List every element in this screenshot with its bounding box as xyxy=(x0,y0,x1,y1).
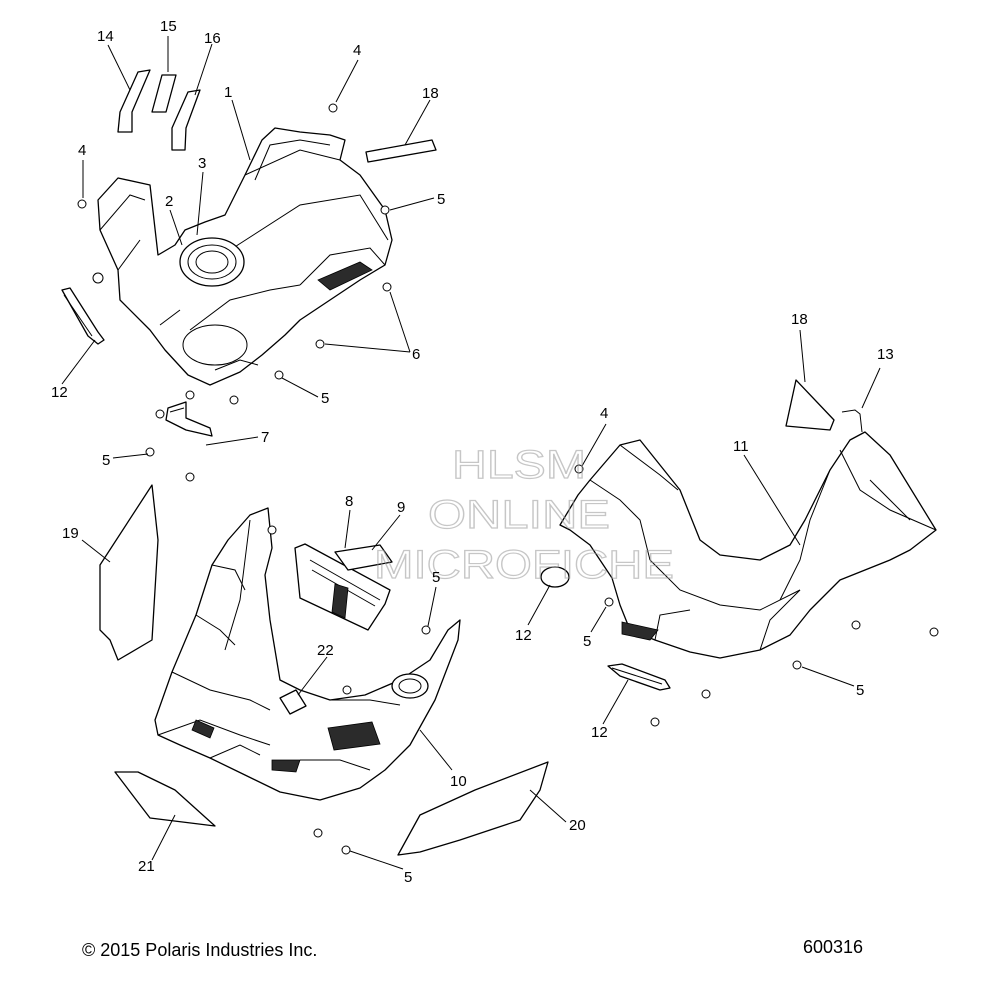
part-18-upper-strip xyxy=(365,139,437,163)
callout-16: 15 xyxy=(160,18,177,35)
callout-13: 12 xyxy=(515,627,532,644)
callout-4-left: 4 xyxy=(78,142,86,159)
part-15-pad xyxy=(117,69,151,133)
part-10-lower-hood xyxy=(154,507,461,801)
callout-4-upper: 4 xyxy=(353,42,361,59)
part-13-plug xyxy=(540,566,570,588)
callout-10: 10 xyxy=(450,773,467,790)
part-17-pad xyxy=(171,89,201,151)
part-14-hook xyxy=(841,409,863,433)
callout-22: 22 xyxy=(317,642,334,659)
callout-4-right: 4 xyxy=(600,405,608,422)
part-19-panel xyxy=(99,484,159,661)
callout-11: 11 xyxy=(733,438,749,455)
watermark-line-2: ONLINE xyxy=(428,493,610,537)
part-7-bracket xyxy=(165,401,213,437)
callout-21: 21 xyxy=(138,858,155,875)
watermark-line-3: MICROFICHE xyxy=(374,543,674,587)
copyright-text: © 2015 Polaris Industries Inc. xyxy=(82,940,317,960)
callout-5-center: 5 xyxy=(432,569,440,586)
part-12-right-latch xyxy=(607,663,671,691)
callout-20: 20 xyxy=(569,817,586,834)
callout-19: 19 xyxy=(62,525,79,542)
callout-14: 13 xyxy=(877,346,894,363)
callout-15: 14 xyxy=(97,28,114,45)
callout-3: 3 xyxy=(198,155,206,172)
callout-5-right-center: 5 xyxy=(583,633,591,650)
callout-5-left: 5 xyxy=(102,452,110,469)
callout-6: 6 xyxy=(412,346,420,363)
part-12-upper-latch xyxy=(61,287,105,345)
callout-12-right: 12 xyxy=(591,724,608,741)
watermark-line-1: HLSM xyxy=(452,443,586,487)
part-18-right-panel xyxy=(785,379,835,431)
part-20-panel xyxy=(397,761,549,856)
callout-5-upper-right: 5 xyxy=(437,191,445,208)
part-16-pad xyxy=(151,74,177,113)
callout-5-right: 5 xyxy=(856,682,864,699)
watermark: HLSM ONLINE MICROFICHE xyxy=(373,442,674,587)
part-8-vent xyxy=(294,543,391,631)
callout-2: 2 xyxy=(165,193,173,210)
callout-17: 16 xyxy=(204,30,221,47)
callout-18-upper: 18 xyxy=(422,85,439,102)
callout-7: 7 xyxy=(261,429,269,446)
drawing-number: 600316 xyxy=(803,937,863,957)
fastener-group xyxy=(77,103,939,855)
part-11-right-hood xyxy=(559,431,937,659)
callout-8: 8 xyxy=(345,493,353,510)
callout-12-upper: 12 xyxy=(51,384,68,401)
callout-5-upper-bottom: 5 xyxy=(321,390,329,407)
part-1-upper-hood xyxy=(97,127,393,386)
part-9-strip xyxy=(334,544,393,571)
callout-1: 1 xyxy=(224,84,232,101)
callout-9: 9 xyxy=(397,499,405,516)
callout-labels: 14 15 16 1 4 18 4 3 2 5 6 12 5 7 5 19 8 … xyxy=(51,18,894,886)
callout-18-right: 18 xyxy=(791,311,808,328)
part-21-panel xyxy=(114,771,216,827)
leader-lines xyxy=(61,36,881,870)
callout-5-bottom: 5 xyxy=(404,869,412,886)
part-22-plate xyxy=(279,689,307,715)
